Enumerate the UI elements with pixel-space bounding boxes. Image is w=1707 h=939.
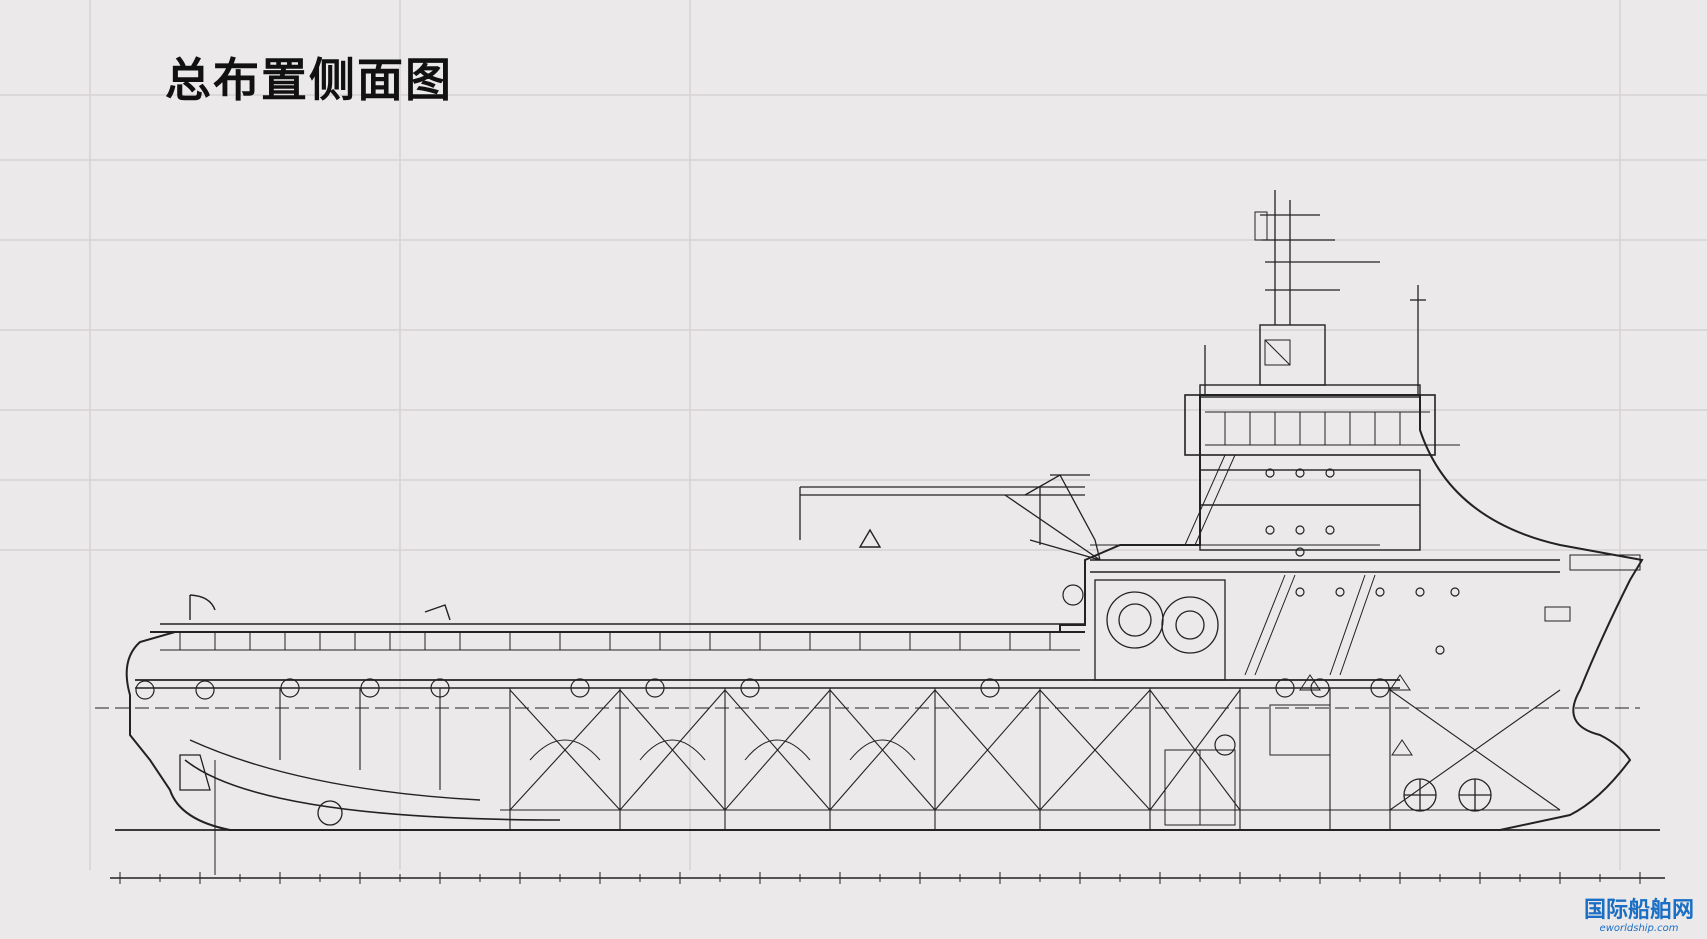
watermark-logo: 国际船舶网 eworldship.com: [1579, 899, 1699, 935]
watermark-url: eworldship.com: [1599, 923, 1679, 934]
watermark-name: 国际船舶网: [1583, 898, 1694, 923]
drawing-title: 总布置侧面图: [165, 53, 453, 107]
